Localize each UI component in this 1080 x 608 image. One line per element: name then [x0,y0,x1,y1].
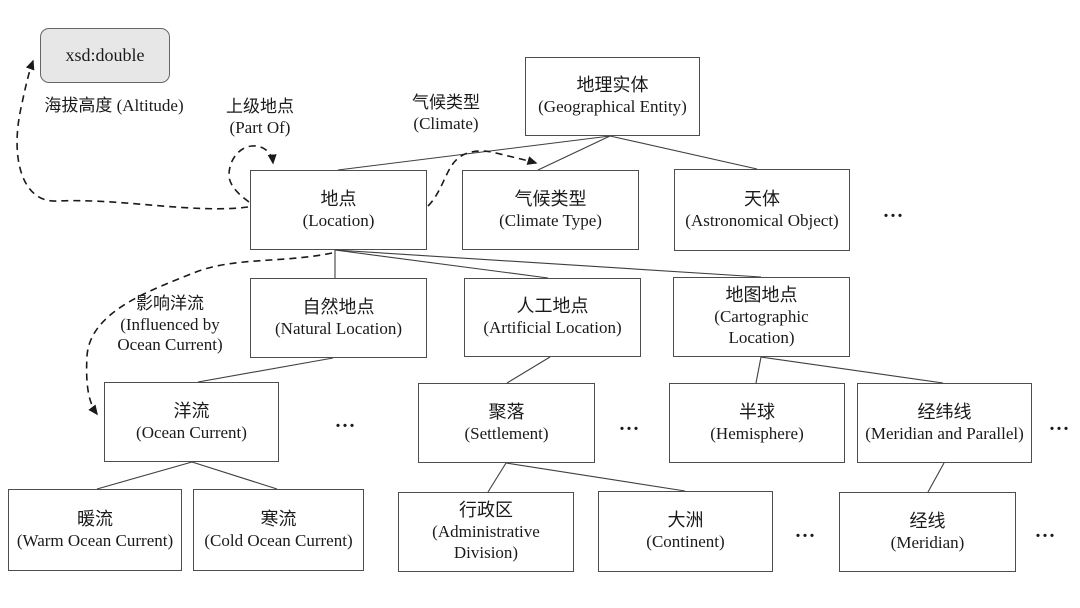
part-of-edge-label: 上级地点 (Part Of) [198,97,322,138]
node-label-zh: 寒流 [260,508,297,529]
datatype-node-xsd-double: xsd:double [40,28,170,83]
ellipsis-more-meridians: ... [1035,520,1057,542]
node-location: 地点 (Location) [250,170,427,250]
ellipsis-more-settlements: ... [795,520,817,542]
node-astronomical-object: 天体 (Astronomical Object) [674,169,850,251]
datatype-label: xsd:double [65,45,145,65]
node-label-zh: 气候类型 [514,188,587,209]
node-label-zh: 洋流 [173,400,210,421]
climate-arrow [427,150,538,207]
node-label-en: (Warm Ocean Current) [16,530,174,550]
node-meridian: 经线 (Meridian) [839,492,1016,572]
ellipsis-more-natural-locations: ... [335,410,357,432]
node-label-en: (Ocean Current) [136,422,247,442]
node-label-zh: 聚落 [488,401,525,422]
node-settlement: 聚落 (Settlement) [418,383,595,463]
edge-label-zh: 海拔高度 [44,96,113,115]
node-label-en: (Meridian) [890,532,965,552]
node-label-zh: 行政区 [459,500,513,521]
node-label-zh: 暖流 [77,508,113,529]
node-label-zh: 人工地点 [516,296,589,317]
node-label-zh: 经线 [909,510,946,531]
node-geographical-entity: 地理实体 (Geographical Entity) [525,57,700,136]
node-hemisphere: 半球 (Hemisphere) [669,383,845,463]
node-label-en: (Natural Location) [275,318,402,338]
node-cartographic-location: 地图地点 (Cartographic Location) [673,277,850,357]
node-label-en: (Astronomical Object) [685,210,839,230]
node-label-en: (Cartographic Location) [714,307,809,347]
node-label-en: (Continent) [646,532,725,552]
node-warm-ocean-current: 暖流 (Warm Ocean Current) [8,489,182,571]
node-label-en: (Hemisphere) [710,423,804,443]
node-label-en: (Meridian and Parallel) [865,423,1024,443]
altitude-edge-label: 海拔高度 (Altitude) [26,96,202,117]
ellipsis-more-cartographic-locations: ... [1049,413,1071,435]
edge-label-zh: 上级地点 [226,97,294,116]
node-label-zh: 天体 [744,188,780,209]
node-label-zh: 半球 [739,401,775,422]
influenced-by-ocean-current-edge-label: 影响洋流 (Influenced by Ocean Current) [104,294,236,356]
node-label-en: (Location) [302,210,375,230]
edge-label-en: (Influenced by Ocean Current) [117,314,223,355]
node-label-zh: 地点 [320,188,357,209]
altitude-arrow [16,59,249,210]
node-climate-type: 气候类型 (Climate Type) [462,170,639,250]
node-label-en: (Settlement) [464,423,549,443]
node-label-en: (Administrative Division) [432,522,540,562]
edge-label-en: (Altitude) [116,96,184,115]
node-label-zh: 大洲 [667,510,704,531]
edge-label-en: (Climate) [413,113,479,133]
node-label-en: (Geographical Entity) [538,97,687,117]
node-label-en: (Cold Ocean Current) [204,530,353,550]
node-label-en: (Artificial Location) [483,318,622,338]
node-natural-location: 自然地点 (Natural Location) [250,278,427,358]
tree-edges [96,135,945,493]
part-of-self-loop-arrow [228,145,277,203]
edge-label-zh: 气候类型 [412,93,480,112]
node-label-en: (Climate Type) [499,210,602,230]
node-cold-ocean-current: 寒流 (Cold Ocean Current) [193,489,364,571]
node-continent: 大洲 (Continent) [598,491,773,572]
node-ocean-current: 洋流 (Ocean Current) [104,382,279,462]
node-label-zh: 经纬线 [917,401,972,422]
influenced-by-ocean-current-arrow [85,252,333,416]
edge-label-zh: 影响洋流 [136,294,204,313]
node-administrative-division: 行政区 (Administrative Division) [398,492,574,572]
ellipsis-more-entities: ... [883,200,905,222]
node-label-zh: 地图地点 [725,285,798,306]
node-label-zh: 地理实体 [576,75,649,96]
node-label-zh: 自然地点 [302,296,375,317]
node-meridian-and-parallel: 经纬线 (Meridian and Parallel) [857,383,1032,463]
edge-label-en: (Part Of) [229,117,291,137]
climate-edge-label: 气候类型 (Climate) [386,93,506,134]
ellipsis-more-artificial-locations: ... [619,413,641,435]
node-artificial-location: 人工地点 (Artificial Location) [464,278,641,357]
